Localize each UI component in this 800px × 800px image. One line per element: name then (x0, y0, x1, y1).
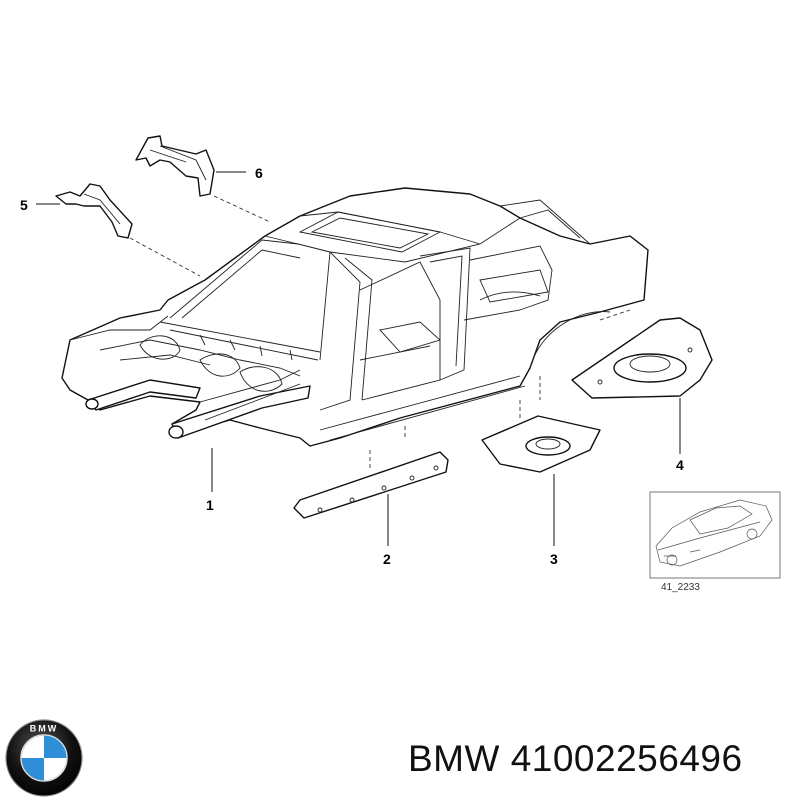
car-body-shell (61, 187, 649, 447)
reference-thumbnail: 41_2233 (649, 491, 781, 593)
thumbnail-car-icon (655, 499, 773, 567)
floor-plate-part-2 (293, 451, 449, 519)
callout-6: 6 (255, 165, 263, 181)
callout-3: 3 (550, 551, 558, 567)
leader-lines (36, 171, 681, 546)
callout-2: 2 (383, 551, 391, 567)
floor-plate-part-3 (481, 415, 601, 473)
part-number-caption: BMW 41002256496 (408, 738, 743, 779)
callout-1: 1 (206, 497, 214, 513)
thumbnail-ref-code: 41_2233 (661, 582, 700, 593)
callout-5: 5 (20, 197, 28, 213)
bmw-roundel-icon: BMW (5, 719, 83, 797)
bracket-part-5 (55, 183, 133, 239)
callout-4: 4 (676, 457, 684, 473)
floor-plate-part-4 (571, 317, 713, 399)
svg-text:BMW: BMW (30, 724, 59, 734)
bracket-part-6 (135, 135, 215, 197)
